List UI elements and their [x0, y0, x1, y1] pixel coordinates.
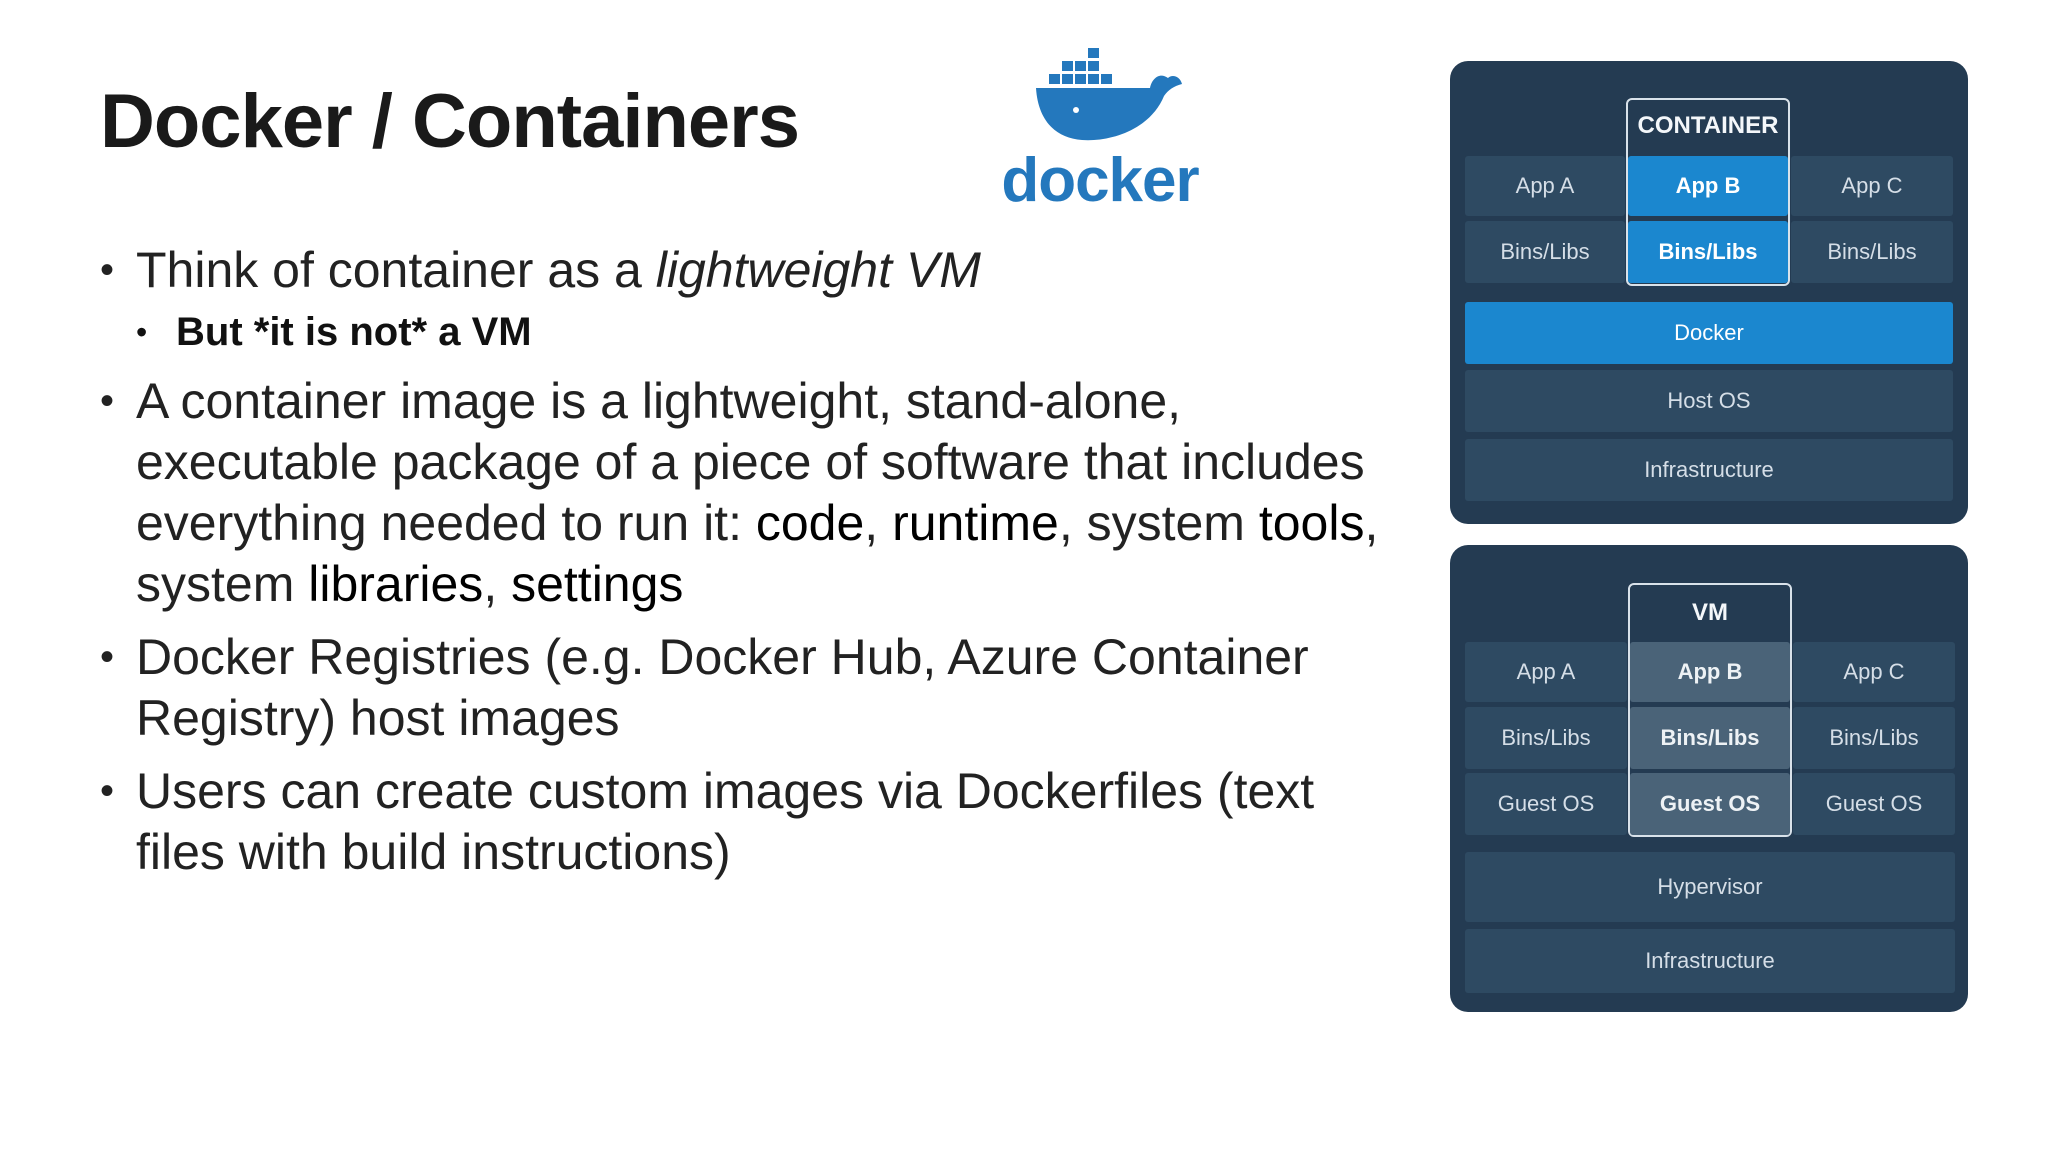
vm-label: VM	[1692, 599, 1728, 626]
host-os-layer: Host OS	[1465, 370, 1953, 432]
docker-logo: docker	[1000, 40, 1200, 215]
bullet-registries: • Docker Registries (e.g. Docker Hub, Az…	[100, 627, 1400, 749]
bins-libs-cell: Bins/Libs	[1465, 707, 1627, 769]
bullet-text: Think of container as a	[136, 242, 656, 298]
bullet-list: • Think of container as a lightweight VM…	[100, 240, 1400, 883]
bullet-text: , system	[136, 495, 1379, 612]
bullet-text: A container image is a lightweight, stan…	[136, 373, 1365, 551]
guest-os-cell: Guest OS	[1465, 773, 1627, 835]
bullet-dot-icon: •	[100, 379, 115, 423]
bullet-emphasis: lightweight VM	[655, 242, 981, 298]
app-b-cell: App B	[1628, 156, 1788, 216]
docker-wordmark: docker	[1001, 146, 1199, 215]
guest-os-cell: Guest OS	[1630, 773, 1790, 835]
keyword-libraries: libraries	[308, 556, 484, 612]
docker-whale-icon	[1036, 48, 1182, 141]
keyword-code: code	[755, 495, 865, 551]
app-b-cell: App B	[1630, 642, 1790, 702]
bullet-dot-icon: •	[136, 314, 148, 350]
bullet-text: ,	[483, 556, 512, 612]
bullet-dockerfiles: • Users can create custom images via Doc…	[100, 761, 1400, 883]
infrastructure-layer: Infrastructure	[1465, 439, 1953, 501]
container-diagram: CONTAINER App A App B App C Bins/Libs Bi…	[1450, 61, 1968, 524]
docker-engine-layer: Docker	[1465, 302, 1953, 364]
keyword-tools: tools	[1258, 495, 1365, 551]
guest-os-cell: Guest OS	[1793, 773, 1955, 835]
bins-libs-cell: Bins/Libs	[1791, 221, 1953, 283]
keyword-settings: settings	[511, 556, 684, 612]
bullet-dot-icon: •	[100, 635, 115, 679]
infrastructure-layer: Infrastructure	[1465, 929, 1955, 993]
bullet-dot-icon: •	[100, 769, 115, 813]
bins-libs-cell: Bins/Libs	[1630, 707, 1790, 769]
bullet-text: ,	[864, 495, 893, 551]
vm-outline: VM	[1628, 583, 1792, 837]
container-label: CONTAINER	[1637, 112, 1779, 139]
vm-diagram: VM App A App B App C Bins/Libs Bins/Libs…	[1450, 545, 1968, 1012]
app-a-cell: App A	[1465, 156, 1625, 216]
bullet-lightweight-vm: • Think of container as a lightweight VM	[100, 240, 1400, 301]
bullet-text: Users can create custom images via Docke…	[136, 763, 1315, 880]
bullet-dot-icon: •	[100, 248, 115, 292]
keyword-runtime: runtime	[892, 495, 1059, 551]
bins-libs-cell: Bins/Libs	[1628, 221, 1788, 283]
app-a-cell: App A	[1465, 642, 1627, 702]
app-c-cell: App C	[1793, 642, 1955, 702]
bullet-text: Docker Registries (e.g. Docker Hub, Azur…	[136, 629, 1309, 746]
hypervisor-layer: Hypervisor	[1465, 852, 1955, 922]
bins-libs-cell: Bins/Libs	[1793, 707, 1955, 769]
app-c-cell: App C	[1791, 156, 1953, 216]
slide-title: Docker / Containers	[100, 79, 800, 164]
bullet-container-image: • A container image is a lightweight, st…	[100, 371, 1400, 615]
container-outline: CONTAINER	[1626, 98, 1790, 286]
bullet-text: , system	[1058, 495, 1259, 551]
sub-bullet-text: But *it is not* a VM	[176, 310, 532, 354]
bins-libs-cell: Bins/Libs	[1465, 221, 1625, 283]
sub-bullet-not-vm: • But *it is not* a VM	[100, 303, 1400, 361]
